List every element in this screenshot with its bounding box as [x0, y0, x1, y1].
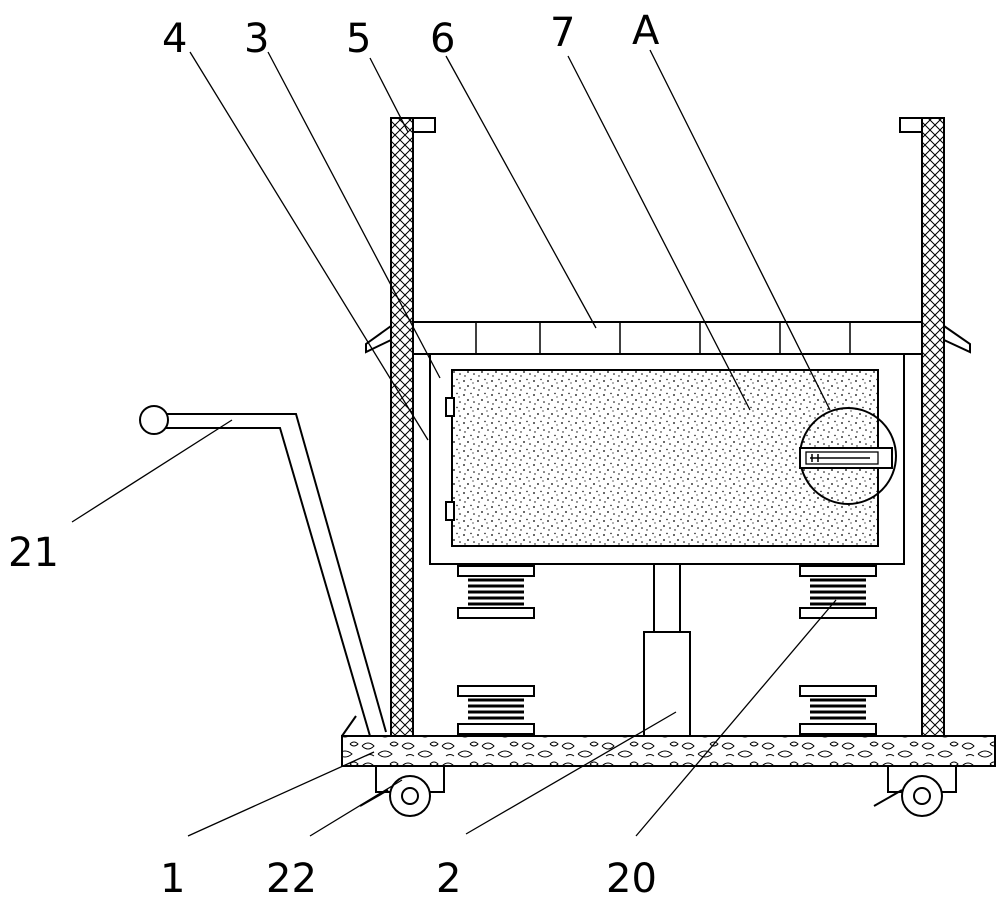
- callout-6: 6: [430, 16, 455, 62]
- callout-A: A: [632, 8, 660, 54]
- callout-7: 7: [550, 10, 575, 56]
- left-wall-cap: [412, 117, 436, 133]
- push-handle: [139, 405, 387, 737]
- spring-lower-left: [457, 685, 535, 735]
- spring-lower-right: [799, 685, 877, 735]
- left-wheel: [359, 765, 445, 817]
- callout-3: 3: [244, 16, 269, 62]
- base-plate: [341, 735, 996, 767]
- callout-5: 5: [346, 16, 371, 62]
- hinge-bottom: [445, 501, 455, 521]
- callout-22: 22: [266, 856, 317, 902]
- leader-lines: [71, 49, 837, 837]
- callout-2: 2: [436, 856, 461, 902]
- top-lid: [365, 321, 971, 355]
- callout-20: 20: [606, 856, 657, 902]
- left-side-wall: [390, 117, 414, 737]
- column-rod: [653, 563, 681, 635]
- callout-4: 4: [162, 16, 187, 62]
- detail-a-latch: [799, 407, 897, 505]
- right-wall-cap: [899, 117, 923, 133]
- callout-21: 21: [8, 530, 59, 576]
- callout-1: 1: [160, 856, 185, 902]
- right-wheel: [873, 765, 957, 817]
- spring-upper-left: [457, 565, 535, 619]
- right-side-wall: [921, 117, 945, 737]
- column-cylinder: [643, 631, 691, 737]
- spring-upper-right: [799, 565, 877, 619]
- hinge-top: [445, 397, 455, 417]
